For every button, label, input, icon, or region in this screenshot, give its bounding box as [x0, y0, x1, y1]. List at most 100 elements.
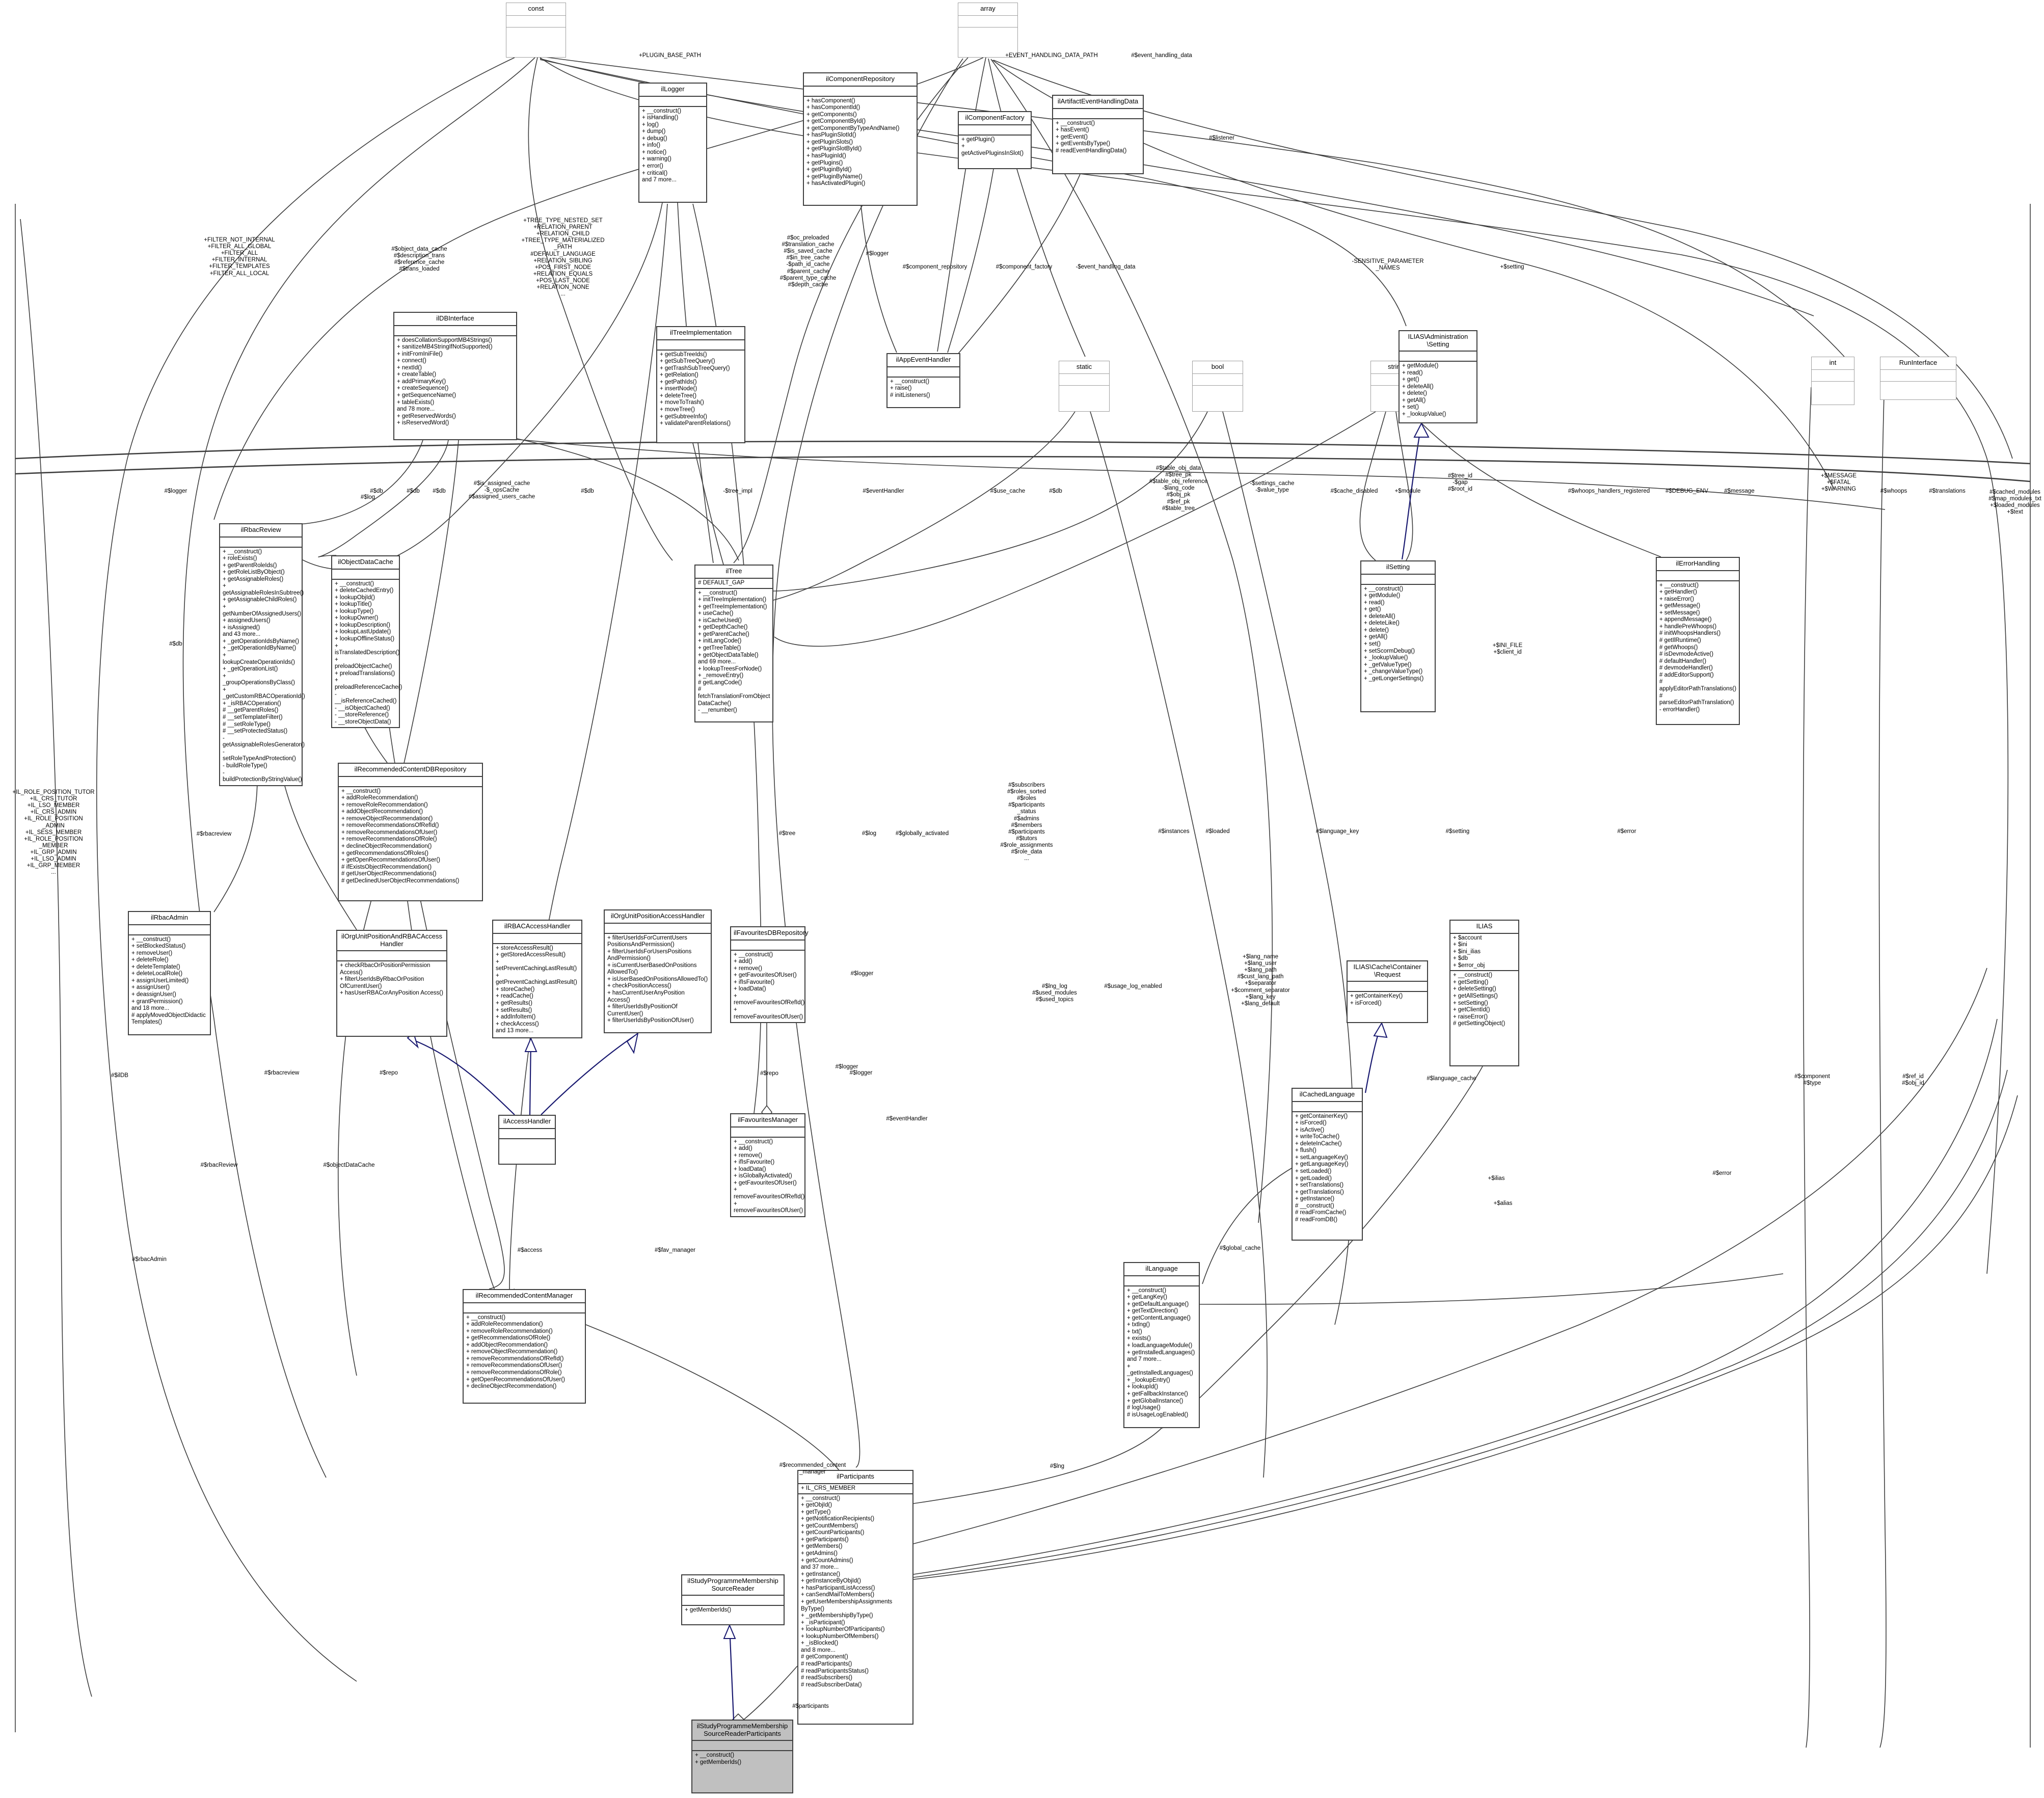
class-node-ilOrgUnitPositionAccessHandler[interactable]: ilOrgUnitPositionAccessHandler+ filterUs… — [604, 909, 712, 1033]
operation-row: + getPluginByName() — [806, 173, 863, 180]
operation-row: - __storeReference() — [335, 712, 389, 718]
class-node-ilParticipants[interactable]: ilParticipants+ IL_CRS_MEMBER+ __constru… — [797, 1470, 913, 1725]
class-node-ilOrgUnitPositionAndRBACAccessHandler[interactable]: ilOrgUnitPositionAndRBACAccess Handler+ … — [336, 930, 447, 1037]
operation-row: # ifExistsObjectRecommendation() — [341, 864, 432, 870]
class-node-ilDBInterface[interactable]: ilDBInterface+ doesCollationSupportMB4St… — [393, 312, 517, 440]
class-node-ilComponentFactory[interactable]: ilComponentFactory+ getPlugin()+ getActi… — [958, 111, 1032, 169]
edge-label-event-handler-mid: #$eventHandler — [886, 1116, 928, 1122]
operation-row: + ifIsFavourite() — [734, 979, 775, 985]
class-node-ilCachedLanguage[interactable]: ilCachedLanguage+ getContainerKey()+ isF… — [1292, 1088, 1363, 1241]
class-operations: + getPlugin()+ getActivePluginsInSlot() — [959, 136, 1031, 159]
operation-row: - __isObjectCached() — [335, 705, 390, 711]
class-node-ilErrorHandling[interactable]: ilErrorHandling+ __construct()+ getHandl… — [1656, 557, 1740, 725]
class-node-ilStudyProgrammeMembershipSourceReaderParticipants[interactable]: ilStudyProgrammeMembership SourceReaderP… — [691, 1720, 793, 1793]
operation-row: + lookupOfflineStatus() — [335, 636, 395, 642]
class-operations: + storeAccessResult()+ getStoredAccessRe… — [493, 944, 581, 1036]
operation-row: + getOpenRecommendationsOfUser() — [466, 1376, 565, 1383]
class-node-ilStudyProgrammeMembershipSourceReader[interactable]: ilStudyProgrammeMembership SourceReader+… — [681, 1574, 785, 1625]
class-node-const[interactable]: const — [506, 3, 566, 58]
operation-row: + getInstance() — [801, 1571, 841, 1577]
class-node-ilRecommendedContentManager[interactable]: ilRecommendedContentManager+ __construct… — [463, 1289, 586, 1404]
edge-label-usage-log-enabled: #$usage_log_enabled — [1104, 983, 1162, 989]
operation-row: # __setRoleType() — [223, 721, 271, 728]
class-node-ILIAS[interactable]: ILIAS+ $account+ $ini+ $ini_ilias+ $db+ … — [1449, 920, 1519, 1066]
operation-row: + getComponents() — [806, 111, 857, 118]
class-operations — [499, 1139, 555, 1142]
class-node-int[interactable]: int — [1811, 357, 1854, 405]
operation-row: + readCache() — [496, 993, 533, 1000]
operation-row: + getParticipants() — [801, 1536, 849, 1543]
class-node-ILIASAdministrationSetting[interactable]: ILIAS\Administration \Setting+ getModule… — [1398, 330, 1477, 423]
class-node-ilRBACAccessHandler[interactable]: ilRBACAccessHandler + storeAccessResult()… — [492, 920, 582, 1038]
class-node-ilLogger[interactable]: ilLogger+ __construct()+ isHandling()+ l… — [638, 83, 707, 203]
class-node-ilArtifactEventHandlingData[interactable]: ilArtifactEventHandlingData+ __construct… — [1052, 95, 1144, 174]
class-name: ilParticipants — [798, 1471, 912, 1484]
class-node-array[interactable]: array — [958, 3, 1018, 58]
class-node-ilAccessHandler[interactable]: ilAccessHandler — [498, 1115, 556, 1165]
class-node-ilObjectDataCache[interactable]: ilObjectDataCache+ __construct()+ delete… — [331, 555, 402, 729]
class-node-ILIASCacheContainerRequest[interactable]: ILIAS\Cache\Container \Request+ getConta… — [1347, 960, 1428, 1023]
operation-row: + getMessage() — [1659, 603, 1701, 609]
class-name: ilStudyProgrammeMembership SourceReaderP… — [692, 1721, 792, 1741]
operation-row: + getComponentById() — [806, 118, 866, 125]
operation-row: + addPrimaryKey() — [397, 378, 446, 385]
class-node-RunInterface[interactable]: RunInterface — [1880, 357, 1956, 400]
class-node-ilComponentRepository[interactable]: ilComponentRepository+ hasComponent()+ h… — [803, 72, 918, 206]
operation-row: + getClientId() — [1453, 1007, 1490, 1013]
operation-row: + getMembers() — [801, 1543, 843, 1550]
class-attributes — [1124, 1276, 1199, 1286]
class-operations: + __construct()+ getLangKey()+ getDefaul… — [1124, 1286, 1199, 1420]
attribute-row: + $ini_ilias — [1453, 948, 1481, 955]
operation-row: + removeRoleRecommendation() — [466, 1328, 553, 1334]
class-node-bool[interactable]: bool — [1192, 361, 1243, 412]
operation-row: + _isParticipant() — [801, 1619, 845, 1626]
class-node-ilTree[interactable]: ilTree# DEFAULT_GAP+ __construct()+ init… — [694, 565, 773, 722]
operation-row: + removeRecommendationsOfUser() — [341, 829, 438, 836]
operation-row: + createSequence() — [397, 385, 449, 392]
edge-label-rbacreview-2: #$rbacreview — [264, 1070, 300, 1076]
operation-row: + getAssignableChildRoles() — [223, 597, 297, 603]
class-operations: + __construct()+ isHandling()+ log()+ du… — [639, 107, 706, 185]
class-node-ilRecommendedContentDBRepository[interactable]: ilRecommendedContentDBRepository+ __cons… — [338, 763, 483, 901]
class-node-ilFavouritesManager[interactable]: ilFavouritesManager+ __construct()+ add(… — [730, 1113, 805, 1217]
class-name: ilAccessHandler — [499, 1116, 555, 1129]
operation-row: # isUsageLogEnabled() — [1127, 1411, 1189, 1418]
operation-row: + __construct() — [734, 951, 773, 958]
operation-row: + loadData() — [734, 986, 766, 992]
operation-row: + _lookupValue() — [1364, 655, 1408, 661]
class-node-ilSetting[interactable]: ilSetting+ __construct()+ getModule()+ r… — [1360, 560, 1436, 712]
operation-row: # getSettingObject() — [1453, 1021, 1505, 1027]
operation-row: + getGlobalInstance() — [1127, 1398, 1184, 1404]
class-attributes — [1193, 374, 1243, 386]
class-node-ilFavouritesDBRepository[interactable]: ilFavouritesDBRepository+ __construct()+… — [730, 926, 809, 1024]
operation-row: + get() — [1402, 377, 1419, 383]
operation-row: + deleteAll() — [1402, 383, 1434, 390]
attribute-row: + $account — [1453, 934, 1482, 941]
class-name: int — [1812, 357, 1854, 370]
operation-row: # readParticipantsStatus() — [801, 1668, 869, 1674]
class-operations: + __construct()+ getMemberIds() — [692, 1751, 792, 1767]
operation-row: and 7 more... — [642, 177, 677, 183]
operation-row: + __construct() — [734, 1138, 773, 1145]
operation-row: # applyMovedObjectDidactic Templates() — [131, 1012, 206, 1026]
operation-row: + getDepthCache() — [698, 624, 748, 631]
edge-label-repo-1: #$repo — [380, 1070, 398, 1076]
class-name: ilLanguage — [1124, 1263, 1199, 1276]
operation-row: + __construct() — [1127, 1287, 1167, 1294]
class-node-ilRbacReview[interactable]: ilRbacReview+ __construct()+ roleExists(… — [219, 523, 305, 786]
operation-row: + getTranslations() — [1295, 1189, 1344, 1195]
edge-label-object-data-cache-lbl: #$object_data_cache #$description_trans … — [391, 246, 447, 273]
class-operations: + __construct()+ raise()# initListeners(… — [887, 378, 959, 401]
class-name: ilRBACAccessHandler — [493, 921, 581, 934]
class-node-static[interactable]: static — [1059, 361, 1110, 412]
operation-row: + hasComponent() — [806, 97, 855, 104]
class-name: ilTree — [695, 566, 772, 579]
operation-row: + getRoleListByObject() — [223, 569, 285, 576]
class-name: RunInterface — [1880, 357, 1956, 370]
edge-label-db-4: #$db — [581, 488, 594, 494]
class-node-ilTreeImplementation[interactable]: ilTreeImplementation+ getSubTreeIds()+ g… — [656, 326, 745, 443]
class-node-ilLanguage[interactable]: ilLanguage + __construct()+ getLangKey()+… — [1123, 1262, 1200, 1428]
class-node-ilRbacAdmin[interactable]: ilRbacAdmin+ __construct()+ setBlockedSt… — [128, 911, 211, 1035]
class-node-ilAppEventHandler[interactable]: ilAppEventHandler+ __construct()+ raise(… — [886, 353, 960, 408]
edge-label-settings-cache: -$settings_cache -$value_type — [1250, 480, 1295, 494]
